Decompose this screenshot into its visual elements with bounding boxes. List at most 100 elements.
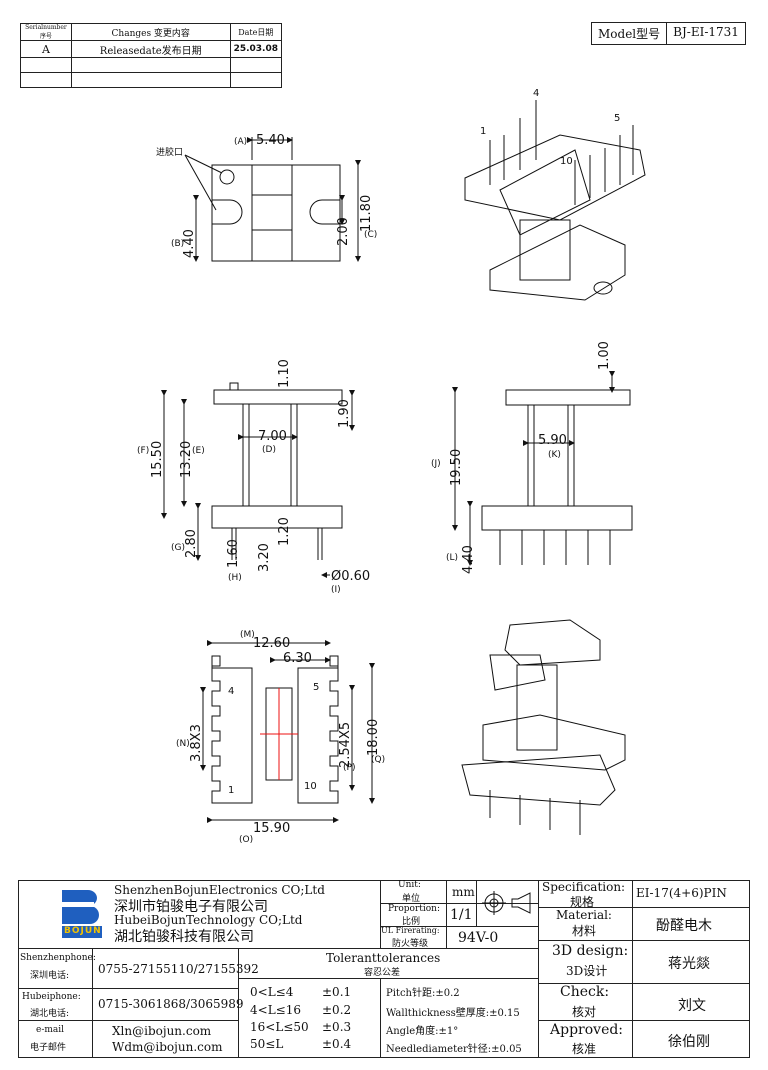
iso-pin-1: 1	[480, 126, 486, 137]
tol-value-4: ±0.4	[322, 1037, 352, 1051]
proportion-label: Proportion:	[388, 904, 441, 914]
spec-label: Specification:	[542, 880, 626, 894]
dim-100: 1.00	[597, 341, 612, 370]
dim-p-letter: (P)	[343, 763, 355, 773]
email-label: e-mail	[36, 1025, 65, 1035]
fire-value: 94V-0	[458, 930, 499, 946]
approved-label-cn: 核准	[572, 1042, 597, 1056]
bv-pin-4: 4	[228, 686, 234, 697]
dim-l-value: 4.40	[461, 545, 476, 574]
proportion-label-cn: 比例	[402, 917, 421, 927]
check-label-cn: 核对	[572, 1005, 597, 1019]
title-block	[18, 880, 750, 1058]
spec-value: EI-17(4+6)PIN	[636, 886, 727, 900]
note-needle: Needlediameter针径:±0.05	[386, 1044, 522, 1055]
dim-e-value: 13.20	[179, 441, 194, 478]
check-value: 刘文	[678, 998, 706, 1014]
dim-h-value: 1.60	[226, 539, 241, 568]
dim-b-value: 4.40	[182, 229, 197, 258]
dim-120: 1.20	[277, 517, 292, 546]
model-value: BJ-EI-1731	[666, 23, 745, 44]
dim-q-value: 18.00	[366, 719, 381, 756]
model-label: Model型号	[598, 27, 661, 41]
bv-pin-10: 10	[304, 781, 317, 792]
tol-value-3: ±0.3	[322, 1020, 352, 1034]
tol-value-1: ±0.1	[322, 985, 352, 999]
dim-o-letter: (O)	[239, 835, 253, 845]
iso-pin-4: 4	[533, 88, 539, 99]
top-view-drawing	[184, 137, 361, 262]
drawing-canvas: 5.40 (A) 进胶口 4.40 (B) 11.80 (C) 2.00 1 4…	[137, 88, 646, 845]
dim-o-value: 15.90	[253, 821, 290, 836]
company-cn-1: 深圳市铂骏电子有限公司	[114, 899, 268, 915]
tol-value-2: ±0.2	[322, 1003, 352, 1017]
inlet-label: 进胶口	[156, 146, 183, 158]
dim-d-value: 7.00	[258, 429, 287, 444]
dim-a-letter: (A)	[234, 137, 247, 147]
dim-l-letter: (L)	[446, 553, 458, 563]
iso-bottom-drawing	[461, 619, 626, 835]
model-box: Model型号 BJ-EI-1731	[591, 22, 746, 45]
dim-g-letter: (G)	[171, 543, 185, 553]
dim-q-letter: (Q)	[371, 755, 385, 765]
bottom-view-centerlines	[260, 688, 298, 780]
dim-c2-value: 2.00	[336, 217, 351, 246]
tol-range-1: 0<L≤4	[250, 985, 294, 999]
tol-range-2: 4<L≤16	[250, 1003, 301, 1017]
hb-phone: 0715-3061868/3065989	[98, 997, 244, 1011]
design-label-cn: 3D设计	[566, 964, 608, 978]
dim-n-value: 3.8X3	[189, 724, 204, 762]
dim-p-value: 2.54X5	[338, 722, 353, 768]
note-angle: Angle角度:±1°	[386, 1026, 459, 1037]
material-label: Material:	[556, 908, 612, 922]
unit-label-cn: 单位	[402, 894, 421, 904]
email-2[interactable]: Wdm@ibojun.com	[112, 1040, 223, 1054]
company-cn-2: 湖北铂骏科技有限公司	[114, 929, 254, 945]
note-wall: Wallthickness壁厚度:±0.15	[386, 1008, 520, 1019]
hb-phone-label-cn: 湖北电话:	[30, 1009, 70, 1019]
dim-k-value: 5.90	[538, 433, 567, 448]
dim-g-value: 2.80	[184, 529, 199, 558]
dim-m-letter: (M)	[240, 630, 255, 640]
email-1[interactable]: Xln@ibojun.com	[112, 1024, 212, 1038]
dim-320: 3.20	[257, 543, 272, 572]
projection-symbol-icon	[482, 891, 531, 915]
note-pitch: Pitch针距:±0.2	[386, 988, 460, 999]
dim-f-letter: (F)	[137, 446, 149, 456]
design-label: 3D design:	[552, 943, 629, 959]
email-label-cn: 电子邮件	[30, 1043, 67, 1053]
dim-h-letter: (H)	[228, 573, 242, 583]
dim-f-value: 15.50	[150, 441, 165, 478]
logo-text: BOJUN	[64, 926, 102, 936]
front-view-drawing	[452, 371, 633, 566]
iso-top-drawing	[464, 100, 646, 301]
hb-phone-label: Hubeiphone:	[22, 992, 81, 1002]
tol-title: Toleranttolerances	[326, 951, 441, 965]
iso-pin-5: 5	[614, 113, 620, 124]
dim-m-value: 12.60	[253, 636, 290, 651]
dim-i-value: Ø0.60	[331, 569, 370, 584]
material-value: 酚醛电木	[656, 918, 712, 934]
tol-range-4: 50≤L	[250, 1037, 284, 1051]
revision-table: Serialnumber序号 Changes 变更内容 Date日期 A Rel…	[20, 23, 283, 88]
dim-190: 1.90	[337, 399, 352, 428]
dim-j-value: 19.50	[449, 449, 464, 486]
dim-d-letter: (D)	[262, 445, 276, 455]
approved-label: Approved:	[550, 1022, 624, 1038]
fire-label: UL Firerating:	[381, 926, 440, 935]
material-label-cn: 材料	[572, 924, 597, 938]
bv-pin-1: 1	[228, 785, 234, 796]
dim-630: 6.30	[283, 651, 312, 666]
spec-label-cn: 规格	[570, 895, 595, 909]
bv-pin-5: 5	[313, 682, 319, 693]
unit-label: Unit:	[398, 880, 421, 890]
dim-e-letter: (E)	[192, 446, 205, 456]
dim-c-value: 11.80	[359, 195, 374, 232]
dim-b-letter: (B)	[171, 239, 184, 249]
fire-label-cn: 防火等级	[392, 939, 429, 949]
approved-value: 徐伯刚	[668, 1034, 710, 1050]
bojun-logo-icon	[58, 890, 102, 938]
tol-range-3: 16<L≤50	[250, 1020, 309, 1034]
sz-phone-label: Shenzhenphone:	[20, 953, 96, 963]
check-label: Check:	[560, 984, 610, 1000]
